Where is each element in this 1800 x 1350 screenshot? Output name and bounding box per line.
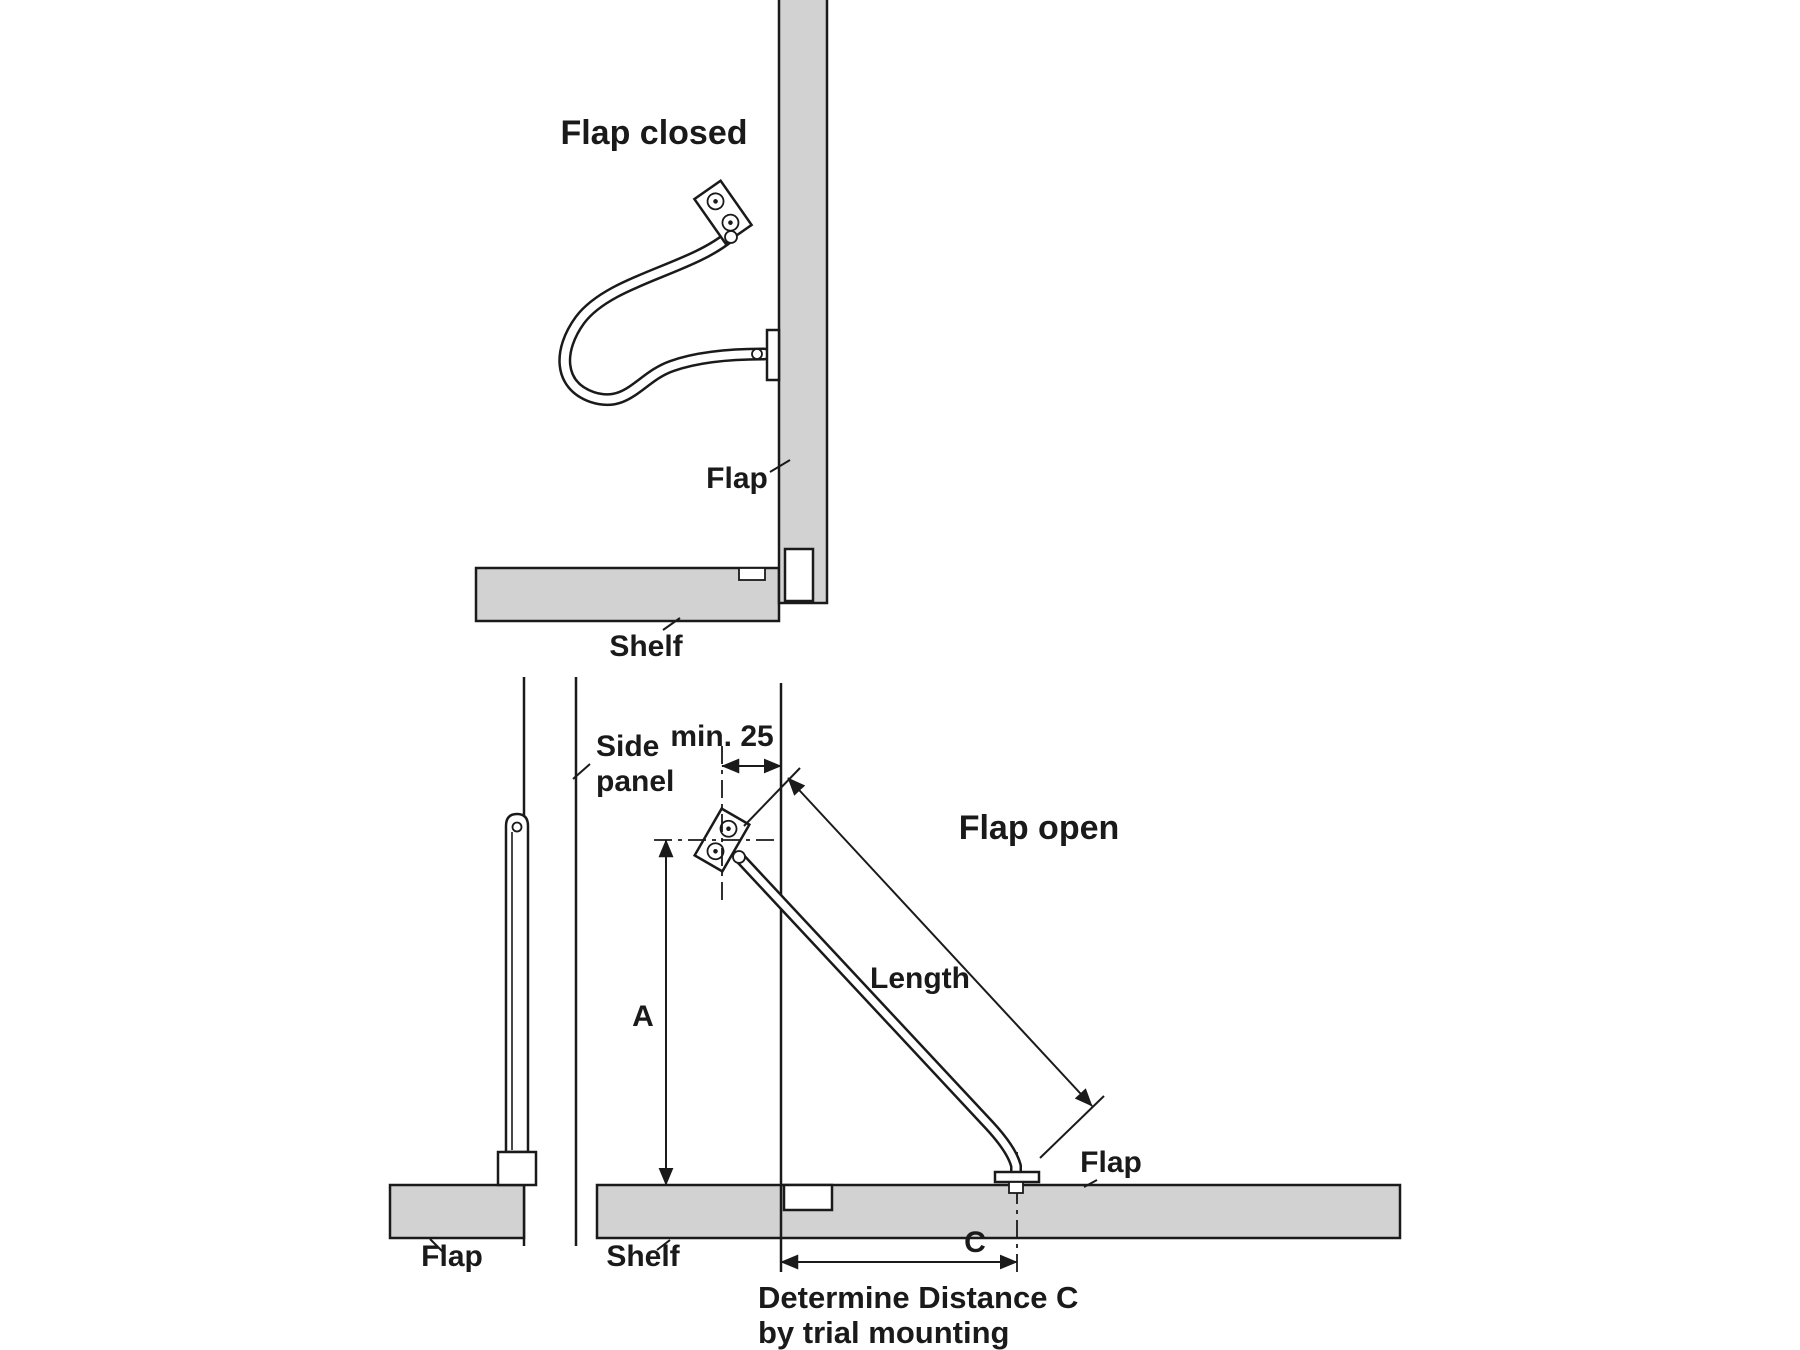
open-flap-front <box>388 1183 526 1240</box>
length-extension-line-bottom <box>1039 1095 1105 1159</box>
stay-pivot-hole <box>511 821 523 833</box>
screw-center <box>713 199 718 204</box>
stay-foot-plate <box>993 1170 1041 1184</box>
screw-center <box>728 220 733 225</box>
dimension-c-label: C <box>964 1226 986 1259</box>
flap-front-leader-line <box>429 1238 444 1253</box>
stay-strap-outline <box>558 229 771 407</box>
shelf-panel <box>474 566 781 623</box>
shelf-label: Shelf <box>609 630 683 663</box>
flap-label: Flap <box>706 462 768 495</box>
flap-side-leader-line <box>1083 1179 1098 1188</box>
stay-recess-notch <box>782 1183 834 1212</box>
side-panel-leader-line <box>572 763 591 780</box>
flap-front-label: Flap <box>421 1240 483 1273</box>
dimension-length-label: Length <box>870 962 970 995</box>
screw-center <box>713 848 718 854</box>
stay-foot-stem <box>1008 1181 1024 1194</box>
side-panel-label-line2: panel <box>596 765 674 798</box>
flap-recess-notch <box>783 547 815 603</box>
flap-open-title: Flap open <box>959 809 1120 847</box>
dimension-length-line <box>787 777 1093 1107</box>
shelf-notch <box>738 567 766 581</box>
strap-pivot-pin <box>724 230 738 244</box>
flap-closed-title: Flap closed <box>560 114 747 152</box>
note-line1: Determine Distance C <box>758 1280 1078 1315</box>
bracket-plate <box>692 178 754 246</box>
flap-side-label: Flap <box>1080 1146 1142 1179</box>
stay-pivot-bolt <box>732 850 746 864</box>
note-line2: by trial mounting <box>758 1315 1009 1350</box>
stay-foot-front <box>496 1150 538 1187</box>
flap-closed-view: Flap closed Flap Shelf <box>474 0 829 663</box>
shelf-label: Shelf <box>606 1240 680 1273</box>
screw-center <box>726 826 731 832</box>
dimension-a-label: A <box>632 1000 654 1033</box>
stay-bar-fill <box>736 854 1020 1174</box>
shelf-leader-line <box>656 1239 671 1251</box>
flap-leader-line <box>769 459 791 473</box>
stay-strap-fill <box>560 232 768 404</box>
flap-open-side-view: min. 25 A Length C Flap open Shelf Flap … <box>595 683 1402 1350</box>
shelf-leader-line <box>662 617 681 631</box>
side-panel-label-line1: Side <box>596 730 659 763</box>
flap-mounting-bracket <box>765 328 781 382</box>
dimension-min25-label: min. 25 <box>670 720 773 753</box>
pivot-bracket-closed <box>692 178 754 246</box>
strap-pin <box>751 348 763 360</box>
shelf-flap-surface <box>595 1183 1402 1240</box>
stay-front-view <box>504 812 530 1154</box>
length-extension-line-top <box>743 767 801 827</box>
flap-panel <box>777 0 829 605</box>
flap-open-front-view: Side panel Flap <box>388 677 674 1273</box>
